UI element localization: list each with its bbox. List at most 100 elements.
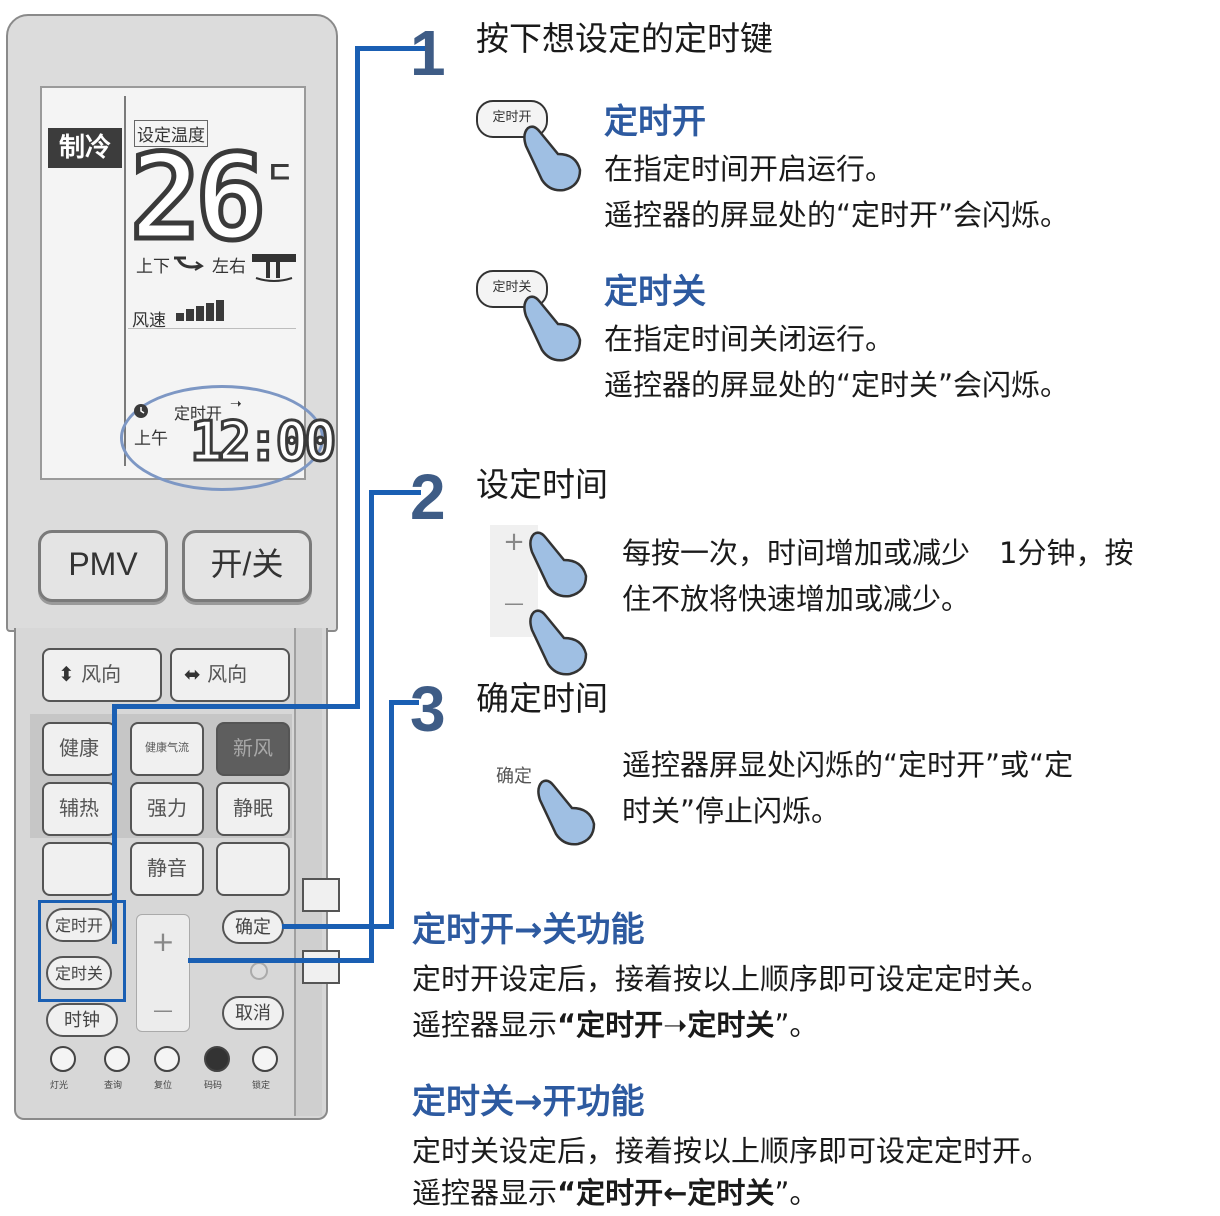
connector-3-vertical — [389, 700, 394, 929]
swing-horizontal-icon — [252, 254, 296, 282]
lcd-am-label: 上午 — [134, 429, 168, 449]
health-button[interactable]: 健康 — [42, 722, 116, 776]
confirm-icon-label: 确定 — [496, 766, 532, 787]
timer-off-button[interactable]: 定时关 — [46, 956, 112, 990]
finger-press-icon — [523, 125, 582, 192]
swing-vertical-icon — [174, 256, 204, 271]
left-right-arrow-icon: ⬌ — [184, 662, 201, 686]
fan-speed-bars-icon — [176, 300, 226, 321]
clock-highlight-ellipse — [120, 385, 324, 491]
lock-label: 锁定 — [252, 1081, 271, 1091]
off-to-on-prefix: 遥控器显示 — [412, 1176, 558, 1210]
remote-side-rail — [294, 628, 322, 1116]
connector-2-top — [369, 490, 421, 495]
code-label: 码码 — [204, 1081, 223, 1091]
timer-off-icon-button: 定时关 — [476, 270, 548, 308]
step-2-title: 设定时间 — [476, 465, 608, 504]
on-to-off-display: “定时开➝定时关 — [557, 1008, 775, 1042]
step-2-number: 2 — [410, 461, 446, 533]
turbo-button[interactable]: 强力 — [130, 782, 204, 836]
on-to-off-suffix: ”。 — [774, 1008, 819, 1042]
timer-off-desc-2: 遥控器的屏显处的“定时关”会闪烁。 — [604, 368, 1070, 402]
on-to-off-prefix: 遥控器显示 — [412, 1008, 558, 1042]
up-down-arrow-icon: ⬍ — [58, 662, 75, 686]
clock-button[interactable]: 时钟 — [46, 1003, 118, 1037]
on-to-off-desc-1: 定时开设定后，接着按以上顺序即可设定定时关。 — [412, 962, 1051, 996]
power-button[interactable]: 开/关 — [182, 530, 312, 602]
illustration-minus: — — [504, 591, 524, 615]
lcd-swing-horizontal-label: 左右 — [212, 257, 246, 277]
step-3-desc-1: 遥控器屏显处闪烁的“定时开”或“定 — [622, 748, 1074, 782]
health-air-button[interactable]: 健康气流 — [130, 722, 204, 776]
aux-heat-button[interactable]: 辅热 — [42, 782, 116, 836]
off-to-on-desc-1: 定时关设定后，接着按以上顺序即可设定定时开。 — [412, 1134, 1051, 1168]
lcd-mode: 制冷 — [48, 128, 122, 168]
lcd-swing-vertical-label: 上下 — [136, 257, 170, 277]
illustration-plus: + — [503, 527, 525, 557]
off-to-on-heading: 定时关→开功能 — [412, 1082, 645, 1122]
finger-press-icon — [529, 609, 588, 676]
connector-1-top — [355, 46, 425, 51]
timer-on-desc-2: 遥控器的屏显处的“定时开”会闪烁。 — [604, 198, 1070, 232]
mute-button[interactable]: 静音 — [130, 842, 204, 896]
connector-3-top — [389, 700, 419, 705]
step-3-title: 确定时间 — [476, 679, 608, 718]
connector-1-vertical — [355, 46, 360, 709]
connector-1-horizontal-low — [112, 704, 360, 709]
query-button[interactable] — [104, 1046, 130, 1072]
lcd-fan-label: 风速 — [132, 311, 166, 331]
lcd-timer-indicator: 定时开 — [174, 404, 223, 423]
step-1-title: 按下想设定的定时键 — [476, 19, 773, 58]
finger-press-icon — [537, 779, 596, 846]
pad-plus[interactable]: + — [151, 925, 175, 958]
lcd-temperature: 26 — [127, 128, 268, 266]
connector-2-horizontal — [188, 958, 374, 963]
confirm-button[interactable]: 确定 — [222, 910, 284, 944]
code-button[interactable] — [204, 1046, 230, 1072]
reset-label: 复位 — [154, 1081, 173, 1091]
light-label: 灯光 — [50, 1081, 69, 1091]
sleep-button[interactable]: 静眠 — [216, 782, 290, 836]
pad-minus[interactable]: — — [153, 998, 173, 1022]
reset-button[interactable] — [154, 1046, 180, 1072]
step-3-number: 3 — [410, 673, 446, 745]
side-tab-upper — [302, 878, 340, 912]
lcd-divider — [124, 96, 126, 466]
lcd-temp-unit: ㄷ — [266, 156, 294, 191]
vertical-swing-button[interactable]: ⬍ 风向 — [42, 648, 162, 702]
lcd-set-temp-label: 设定温度 — [134, 120, 208, 147]
pmv-button[interactable]: PMV — [38, 530, 168, 602]
horizontal-swing-label: 风向 — [207, 662, 248, 686]
timer-off-heading: 定时关 — [604, 272, 706, 312]
step-2-desc-2: 住不放将快速增加或减少。 — [622, 582, 971, 616]
step-3-desc-2: 时关”停止闪烁。 — [622, 794, 841, 828]
on-to-off-heading: 定时开→关功能 — [412, 910, 645, 950]
timer-on-desc-1: 在指定时间开启运行。 — [604, 152, 895, 186]
light-button[interactable] — [50, 1046, 76, 1072]
indicator-light — [250, 962, 268, 980]
finger-press-icon — [529, 531, 588, 598]
plus-minus-pad[interactable]: + — — [136, 914, 190, 1032]
off-to-on-desc-2: 遥控器显示“定时开←定时关”。 — [412, 1170, 818, 1216]
timer-off-desc-1: 在指定时间关闭运行。 — [604, 322, 895, 356]
lcd-divider-horizontal — [128, 328, 296, 329]
step-1-number: 1 — [410, 17, 446, 89]
finger-press-icon — [523, 295, 582, 362]
connector-2-vertical — [369, 490, 374, 963]
timer-on-button[interactable]: 定时开 — [46, 908, 112, 942]
step-2-desc-1: 每按一次，时间增加或减少 1分钟，按 — [622, 536, 1134, 570]
horizontal-swing-button[interactable]: ⬌ 风向 — [170, 648, 290, 702]
clock-icon — [134, 404, 148, 418]
cancel-button[interactable]: 取消 — [222, 996, 284, 1030]
timer-arrow-icon: ➝ — [230, 396, 242, 412]
timer-on-heading: 定时开 — [604, 102, 706, 142]
blank-button-right[interactable] — [216, 842, 290, 896]
blank-button-left[interactable] — [42, 842, 116, 896]
lock-button[interactable] — [252, 1046, 278, 1072]
lcd-clock: 12:00 — [189, 410, 339, 473]
query-label: 查询 — [104, 1081, 123, 1091]
fresh-air-button[interactable]: 新风 — [216, 722, 290, 776]
connector-1-vertical-low — [112, 704, 117, 944]
on-to-off-desc-2: 遥控器显示“定时开➝定时关”。 — [412, 1002, 818, 1048]
side-tab-lower — [302, 950, 340, 984]
